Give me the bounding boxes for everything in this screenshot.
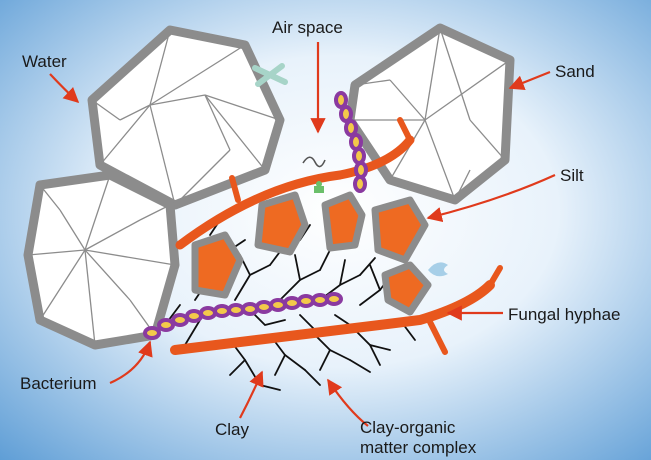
label-fungal-hyphae: Fungal hyphae	[508, 305, 620, 324]
label-silt: Silt	[560, 166, 584, 185]
label-clay: Clay	[215, 420, 249, 439]
label-clay-organic-line1: Clay-organic	[360, 418, 476, 438]
label-air-space: Air space	[272, 18, 343, 37]
label-sand: Sand	[555, 62, 595, 81]
label-bacterium: Bacterium	[20, 374, 97, 393]
sand-grain-left	[28, 175, 175, 345]
label-clay-organic-complex: Clay-organic matter complex	[360, 418, 476, 458]
label-clay-organic-line2: matter complex	[360, 438, 476, 458]
label-water: Water	[22, 52, 67, 71]
